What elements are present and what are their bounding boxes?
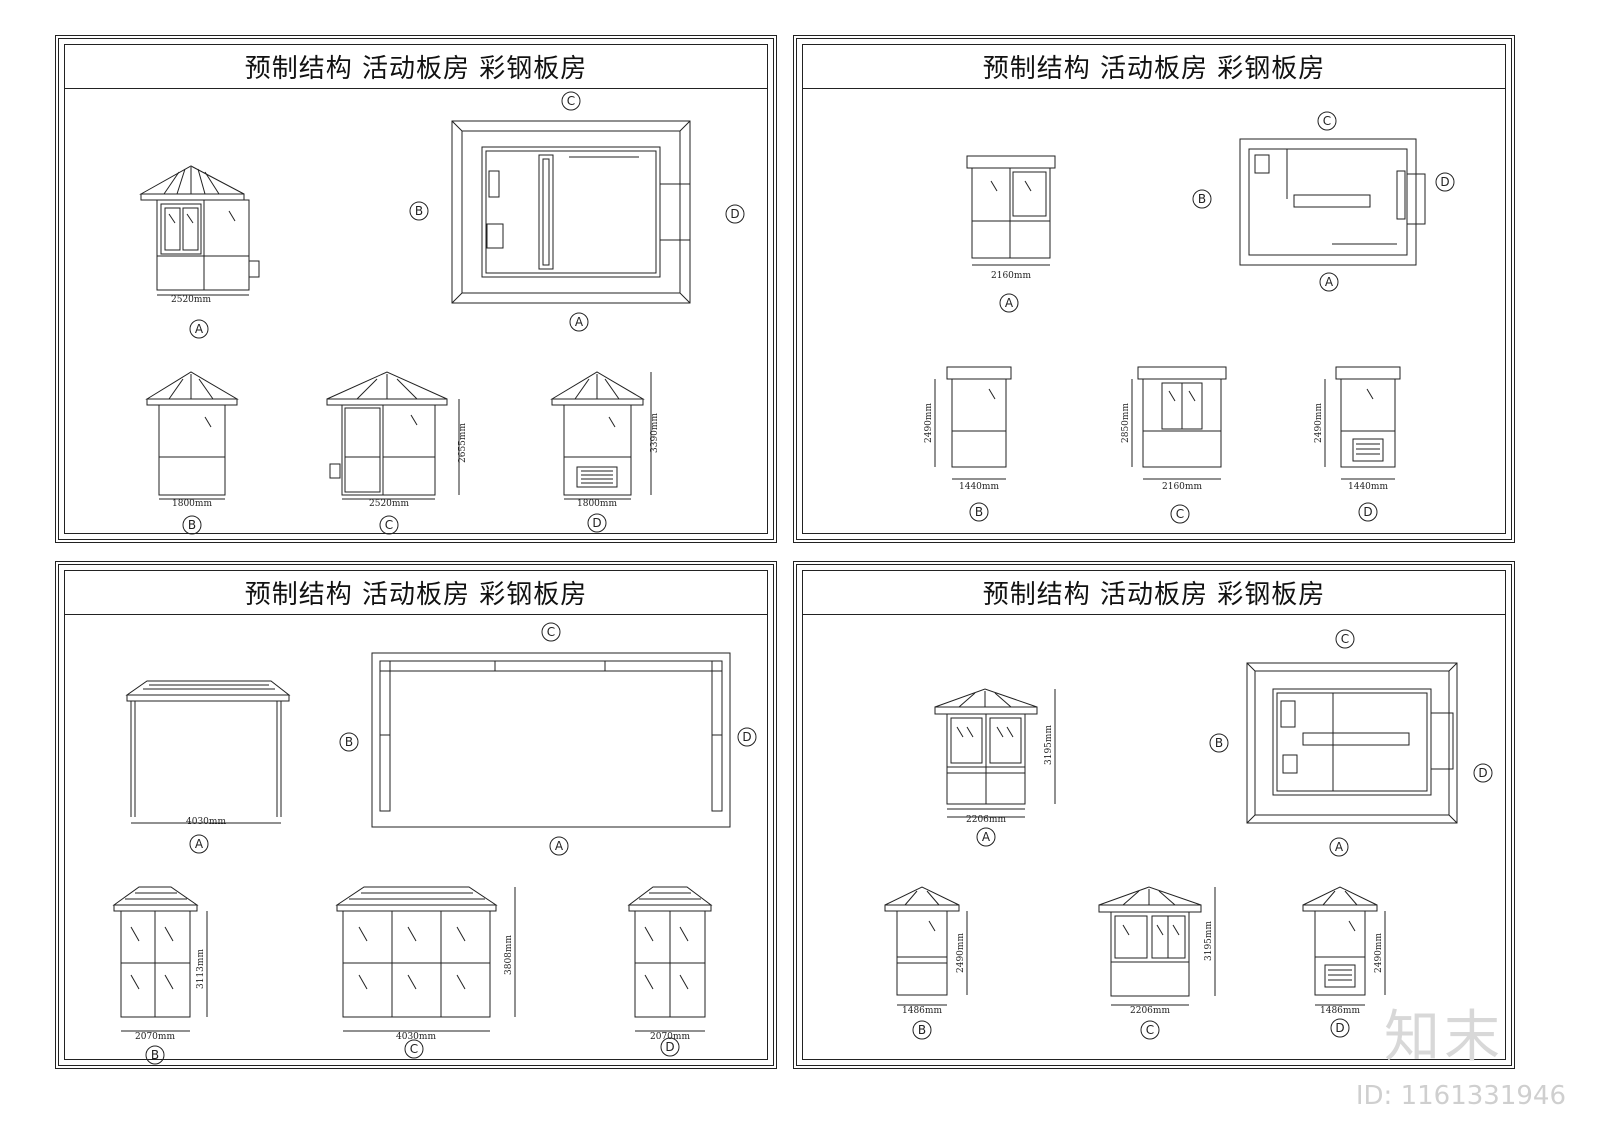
- view-marker-a: A: [1335, 840, 1344, 854]
- dim-label: 2160mm: [991, 271, 1031, 281]
- view-marker-d: D: [730, 207, 739, 221]
- elevation-d: 2490mm 1440mm D: [1314, 366, 1401, 522]
- view-marker-d: D: [1440, 175, 1449, 189]
- sheet-1-drawings: 2520mm A C B D A: [139, 91, 745, 535]
- dim-label: 1440mm: [1348, 482, 1388, 492]
- view-marker-a: A: [1325, 275, 1334, 289]
- view-marker-b: B: [975, 505, 983, 519]
- sheet-title: 预制结构 活动板房 彩钢板房: [64, 570, 768, 615]
- dim-label: 1440mm: [959, 482, 999, 492]
- elevation-c: 2655mm 2520mm C: [326, 371, 468, 535]
- view-marker-d: D: [1478, 766, 1487, 780]
- sheet-4-drawings: 3195mm 2206mm A C B D A: [884, 629, 1493, 1040]
- dim-label: 4030mm: [186, 817, 226, 827]
- elevation-d: 3390mm 1800mm D: [550, 371, 660, 533]
- view-marker-b: B: [151, 1048, 159, 1062]
- view-marker-d: D: [742, 730, 751, 744]
- view-marker-a: A: [555, 839, 564, 853]
- view-marker-b: B: [1198, 192, 1206, 206]
- view-marker-b: B: [1215, 736, 1223, 750]
- elevation-d: 2070mm D: [627, 886, 713, 1057]
- view-marker-c: C: [385, 518, 393, 532]
- drawing-sheet-3: 预制结构 活动板房 彩钢板房 4030mm A C B D A: [55, 561, 777, 1069]
- dim-label: 2655mm: [458, 423, 468, 463]
- elevation-a: 2520mm A: [139, 165, 260, 339]
- dim-label: 3390mm: [650, 413, 660, 453]
- view-marker-a: A: [1005, 296, 1014, 310]
- floor-plan: C B D A: [1209, 629, 1493, 857]
- dim-label: 3195mm: [1204, 921, 1214, 961]
- dim-label: 2520mm: [369, 499, 409, 509]
- sheet-2-drawings: 2160mm A C B D A 2490mm 1440mm B: [924, 111, 1455, 524]
- view-marker-c: C: [547, 625, 555, 639]
- sheet-3-drawings: 4030mm A C B D A 3113mm 2070mm: [112, 622, 757, 1065]
- elevation-c: 2850mm 2160mm C: [1121, 366, 1227, 524]
- watermark-id: ID: 1161331946: [1355, 1081, 1566, 1111]
- dim-label: 2490mm: [956, 933, 966, 973]
- dim-label: 2490mm: [924, 403, 934, 443]
- sheet-title: 预制结构 活动板房 彩钢板房: [64, 44, 768, 89]
- view-marker-a: A: [195, 322, 204, 336]
- dim-label: 2160mm: [1162, 482, 1202, 492]
- view-marker-c: C: [1341, 632, 1349, 646]
- dim-label: 1800mm: [577, 499, 617, 509]
- view-marker-d: D: [1335, 1021, 1344, 1035]
- dim-label: 1800mm: [172, 499, 212, 509]
- dim-label: 3195mm: [1044, 725, 1054, 765]
- view-marker-d: D: [1363, 505, 1372, 519]
- view-marker-b: B: [345, 735, 353, 749]
- elevation-b: 1800mm B: [145, 371, 239, 535]
- watermark-logo: 知末: [1384, 1005, 1504, 1070]
- view-marker-c: C: [410, 1042, 418, 1056]
- dim-label: 2520mm: [171, 295, 211, 305]
- view-marker-c: C: [567, 94, 575, 108]
- elevation-b: 2490mm 1440mm B: [924, 366, 1012, 522]
- elevation-d: 2490mm 1486mm D: [1302, 886, 1386, 1038]
- view-marker-b: B: [918, 1023, 926, 1037]
- view-marker-a: A: [575, 315, 584, 329]
- sheet-title: 预制结构 活动板房 彩钢板房: [802, 44, 1506, 89]
- elevation-c: 3808mm 4030mm C: [335, 886, 516, 1059]
- elevation-b: 3113mm 2070mm B: [112, 886, 208, 1065]
- view-marker-b: B: [188, 518, 196, 532]
- view-marker-b: B: [415, 204, 423, 218]
- view-marker-d: D: [665, 1040, 674, 1054]
- dim-label: 1486mm: [902, 1006, 942, 1016]
- dim-label: 2206mm: [966, 815, 1006, 825]
- view-marker-c: C: [1146, 1023, 1154, 1037]
- view-marker-d: D: [592, 516, 601, 530]
- elevation-a: 4030mm A: [125, 680, 291, 854]
- drawing-sheet-1: 预制结构 活动板房 彩钢板房 2520mm A: [55, 35, 777, 543]
- floor-plan: C B D A: [339, 622, 757, 856]
- floor-plan: C B D A: [409, 91, 745, 332]
- dim-label: 2490mm: [1374, 933, 1384, 973]
- dim-label: 4030mm: [396, 1032, 436, 1042]
- dim-label: 2070mm: [135, 1032, 175, 1042]
- dim-label: 3113mm: [196, 949, 206, 989]
- elevation-a: 3195mm 2206mm A: [934, 688, 1056, 847]
- sheet-title: 预制结构 活动板房 彩钢板房: [802, 570, 1506, 615]
- dim-label: 2206mm: [1130, 1006, 1170, 1016]
- floor-plan: C B D A: [1192, 111, 1455, 292]
- view-marker-a: A: [195, 837, 204, 851]
- view-marker-c: C: [1176, 507, 1184, 521]
- dim-label: 2490mm: [1314, 403, 1324, 443]
- elevation-c: 3195mm 2206mm C: [1098, 886, 1216, 1040]
- dim-label: 2070mm: [650, 1032, 690, 1042]
- elevation-b: 2490mm 1486mm B: [884, 886, 968, 1040]
- drawing-sheet-4: 预制结构 活动板房 彩钢板房 3195mm 2206mm A: [793, 561, 1515, 1069]
- dim-label: 2850mm: [1121, 403, 1131, 443]
- view-marker-c: C: [1323, 114, 1331, 128]
- dim-label: 1486mm: [1320, 1006, 1360, 1016]
- drawing-sheet-2: 预制结构 活动板房 彩钢板房 2160mm A C B D A: [793, 35, 1515, 543]
- dim-label: 3808mm: [504, 935, 514, 975]
- view-marker-a: A: [982, 830, 991, 844]
- elevation-a: 2160mm A: [966, 155, 1056, 313]
